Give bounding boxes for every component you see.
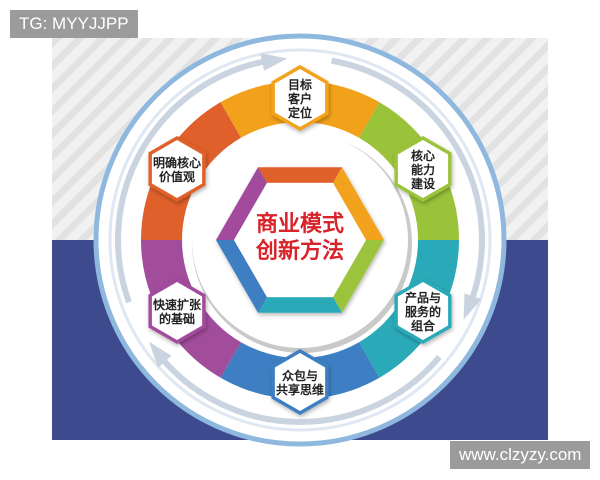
watermark-bottom: www.clzyzy.com [450,441,591,469]
hexagon-face [234,182,366,298]
hexagon-facet [258,167,342,183]
node-label: 组合 [411,318,436,333]
node-label: 定位 [288,105,312,120]
node-label: 建设 [410,176,436,191]
hexagon-facet [258,297,342,313]
node-label: 价值观 [159,169,195,184]
watermark-top: TG: MYYJJPP [10,10,138,38]
arrow-track [115,53,485,425]
node-label: 众包与 [282,368,318,383]
arrow-arc [158,355,442,425]
node-label: 快速扩张 [153,297,202,312]
arrow-head [260,53,288,71]
node-hexagon [397,140,449,198]
hexagon-facet [333,167,384,240]
center-title-line2: 创新方法 [255,238,344,264]
node-label: 的基础 [159,311,195,326]
node-hexagon [274,69,326,127]
node-hexagon [397,282,449,340]
hexagon-facet [216,240,267,313]
node-label: 服务的 [405,304,441,319]
node-hexagon [151,282,203,340]
arrow-arc [115,57,269,304]
node-label: 明确核心 [153,155,201,170]
arrow-arc [331,57,485,304]
arrow-head [149,341,172,368]
outer-ring-inner-edge [108,48,492,432]
node-hexagon [151,140,203,198]
node-label: 目标 [288,77,312,92]
node-label: 能力 [411,162,435,177]
node-group: 目标客户定位核心能力建设产品与服务的组合众包与共享思维快速扩张的基础明确核心价值… [148,65,452,415]
node-label: 核心 [411,148,435,163]
arrow-head [463,293,482,320]
node-label: 客户 [287,91,312,106]
center-title-line1: 商业模式 [256,211,344,237]
center-hexagon [216,167,384,313]
hexagon-facet [216,167,267,240]
node-label: 产品与 [405,290,441,305]
hexagon-facet [333,240,384,313]
node-label: 共享思维 [276,382,324,397]
node-hexagon [274,353,326,411]
